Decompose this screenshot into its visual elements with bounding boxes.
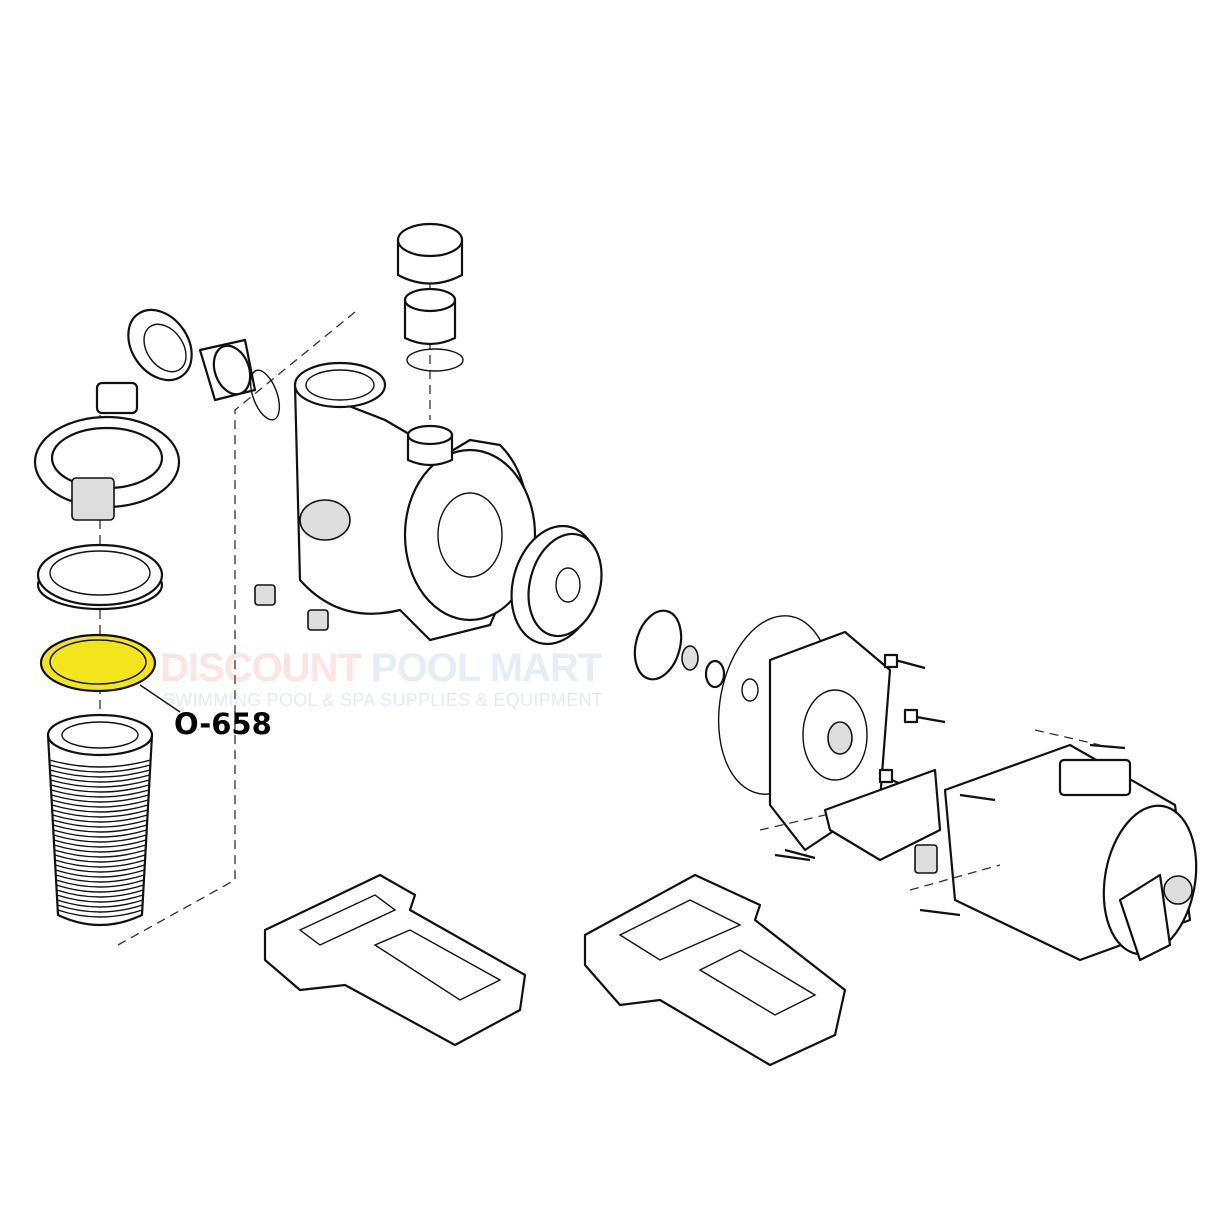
pump-base-left [263, 873, 527, 1047]
discharge-union-tail [403, 287, 457, 346]
basket-rib [50, 779, 150, 788]
seal-plate-bolts [784, 653, 946, 860]
basket-rib [53, 839, 147, 848]
discharge-union-nut [396, 222, 464, 285]
inlet-union-nut [127, 308, 193, 382]
basket-rib [56, 889, 144, 898]
basket-rib [50, 784, 150, 793]
lid-o-ring-highlighted [39, 633, 157, 693]
basket-rib [51, 804, 149, 813]
pump-base-right [583, 873, 847, 1067]
basket-rib [56, 884, 144, 893]
basket-rib [54, 849, 146, 858]
basket-rib [52, 819, 148, 828]
basket-rib [55, 874, 145, 883]
seal-plate [768, 630, 892, 852]
basket-rib [53, 829, 147, 838]
basket-rib [53, 834, 147, 843]
basket-rib [50, 774, 150, 783]
basket-rib [49, 769, 151, 778]
basket-rib [52, 814, 148, 823]
watermark-brand: DISCOUNT POOL MART [160, 646, 602, 691]
inlet-o-ring [249, 369, 281, 421]
basket-rib [51, 809, 149, 818]
basket-rib [51, 794, 149, 803]
basket-rib [56, 899, 144, 908]
basket-rib [55, 879, 145, 888]
lid-lock-ring [33, 381, 181, 521]
basket-rib [50, 789, 150, 798]
inlet-union-tail [198, 338, 257, 402]
basket-rib [51, 799, 149, 808]
motor-bolts [774, 743, 1126, 917]
basket-rib [53, 844, 147, 853]
basket-rib [52, 824, 148, 833]
discharge-o-ring [406, 348, 464, 372]
watermark-brand-part1: DISCOUNT [160, 646, 362, 690]
assembly-guide-line [117, 311, 356, 946]
strainer-lid [36, 543, 164, 611]
drain-plugs [254, 584, 329, 631]
basket-rib [56, 894, 144, 903]
watermark-tagline: SWIMMING POOL & SPA SUPPLIES & EQUIPMENT [163, 690, 604, 710]
diffuser [510, 524, 603, 646]
impeller [633, 609, 699, 681]
basket-rib [49, 764, 151, 773]
basket-rib [57, 904, 143, 913]
shaft-seal [704, 659, 759, 702]
motor [943, 743, 1198, 962]
basket-rib [57, 909, 143, 918]
motor-support-bracket [823, 768, 942, 874]
basket-rib [49, 759, 151, 768]
basket-rib [55, 869, 145, 878]
basket-rib [54, 859, 146, 868]
basket-rib [55, 864, 145, 873]
strainer-basket [46, 713, 154, 927]
basket-rib [54, 854, 146, 863]
watermark-brand-part2: POOL MART [371, 646, 602, 690]
part-number-callout: O-658 [174, 707, 272, 741]
callout-leader-line [139, 684, 181, 713]
pump-housing [293, 361, 537, 642]
